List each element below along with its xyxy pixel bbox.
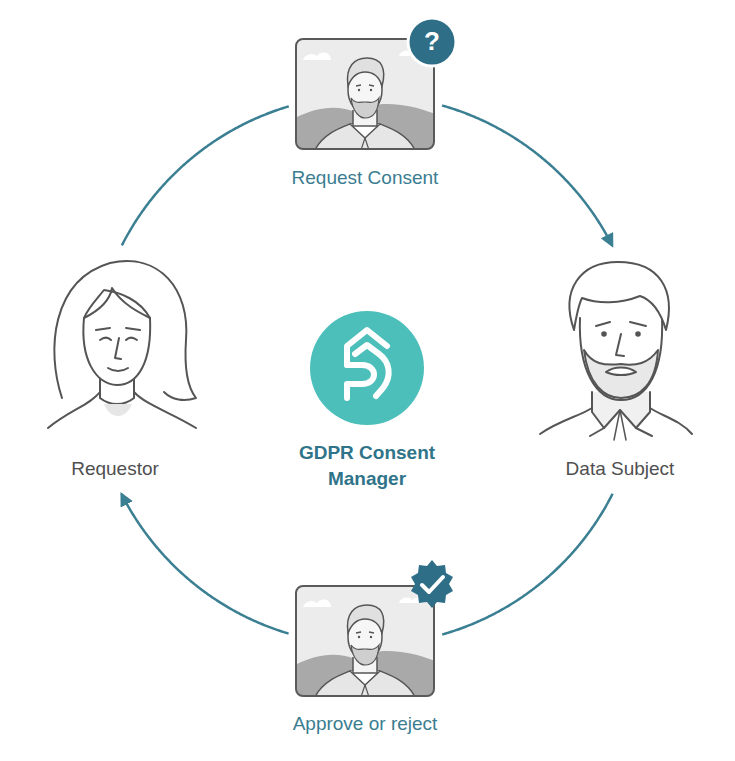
node-label: Request Consent — [255, 166, 475, 190]
badge-symbol: ? — [417, 26, 447, 56]
flow-arrow — [442, 494, 612, 635]
node-label: Approve or reject — [255, 712, 475, 736]
flow-arrow — [122, 494, 289, 634]
consent-answer-card: Approve or reject — [295, 585, 435, 697]
flow-arrow — [122, 106, 289, 245]
node-label: Data Subject — [530, 457, 710, 481]
flow-arrow — [442, 105, 612, 245]
consent-request-card: Request Consent — [295, 38, 435, 150]
center-logo: GDPR Consent Manager — [277, 310, 457, 495]
node-label: Requestor — [25, 457, 205, 481]
person-figure: Requestor — [35, 252, 195, 487]
person-figure: Data Subject — [540, 252, 700, 487]
node-label: GDPR Consent Manager — [287, 440, 447, 492]
